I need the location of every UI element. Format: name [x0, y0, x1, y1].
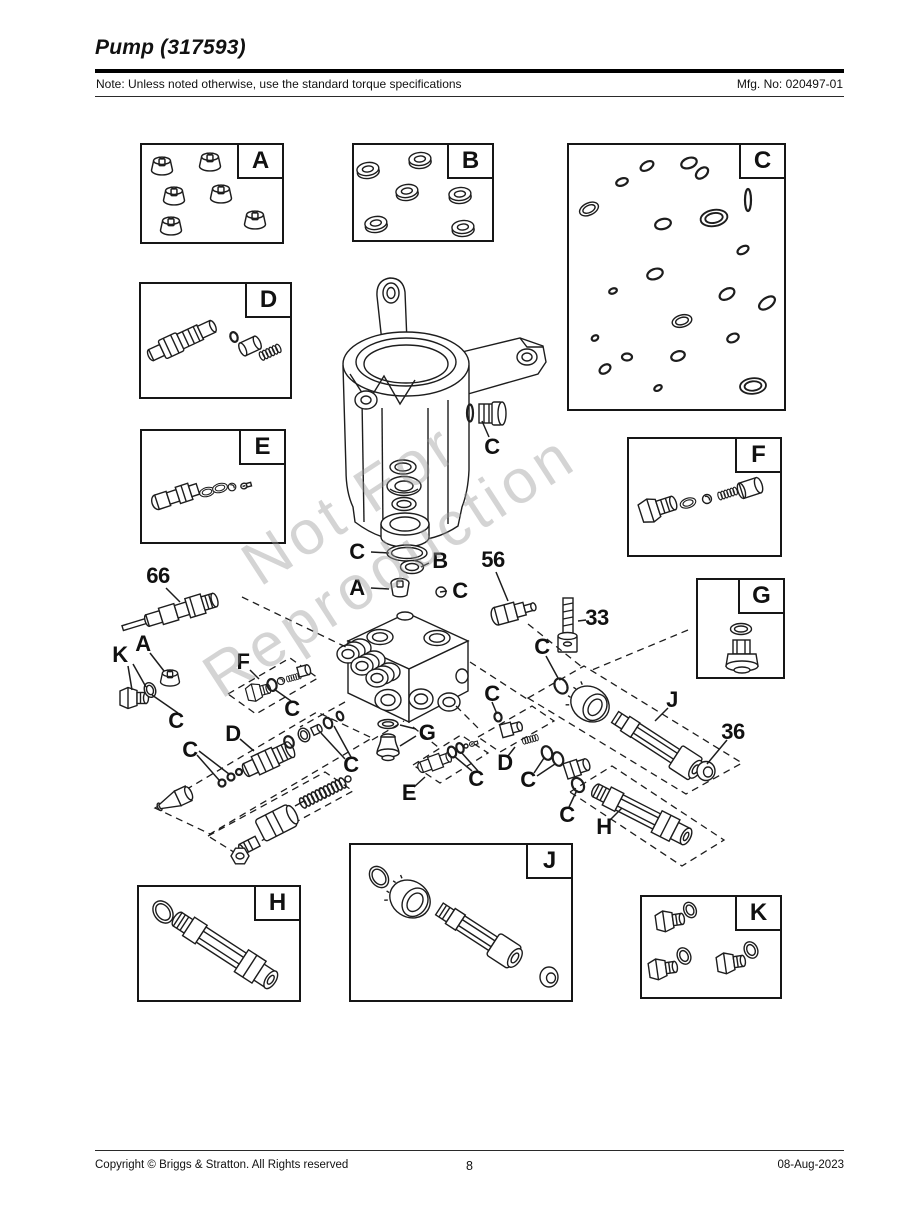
- detail-box-label-h: H: [254, 887, 299, 921]
- detail-box-label-g: G: [738, 580, 783, 614]
- dashed-connectors: [241, 596, 689, 748]
- callout-h: H: [596, 814, 612, 839]
- leader-lines: [127, 420, 728, 821]
- header-rule-thin: [95, 96, 844, 97]
- seal-stack: [380, 459, 447, 598]
- detail-box-label-c: C: [739, 145, 784, 179]
- plug-oring-left: [143, 682, 157, 698]
- detail-box-f: F: [627, 437, 782, 557]
- fitting-parts-e: [411, 734, 490, 784]
- callout-e: E: [401, 780, 417, 805]
- crankcase: [342, 277, 547, 542]
- plug-oring-kit: [725, 622, 759, 674]
- tube-kit-h: [152, 900, 279, 990]
- callout-f: F: [236, 649, 250, 674]
- page-title: Pump (317593): [95, 36, 246, 59]
- socket-bolt-33: [557, 597, 578, 653]
- detail-box-j: J: [349, 843, 573, 1002]
- detail-box-a: A: [140, 143, 284, 244]
- detail-box-label-e: E: [239, 431, 284, 465]
- oring-fitting-pair: [540, 745, 591, 780]
- detail-box-d: D: [139, 282, 292, 399]
- callout-c: C: [343, 752, 359, 777]
- detail-box-label-a: A: [237, 145, 282, 179]
- page-number: 8: [466, 1159, 473, 1173]
- unloader-valve-kit: [146, 319, 283, 362]
- torque-note: Note: Unless noted otherwise, use the st…: [96, 77, 462, 91]
- callout-c: C: [284, 696, 300, 721]
- detail-box-label-b: B: [447, 145, 492, 179]
- unloader-assembly: [153, 710, 374, 855]
- detail-box-label-k: K: [735, 897, 780, 931]
- callout-c: C: [484, 434, 500, 459]
- detail-box-e: E: [140, 429, 286, 544]
- callout-c: C: [168, 708, 184, 733]
- mfg-number: Mfg. No: 020497-01: [736, 77, 843, 91]
- unloader-piston: [230, 775, 352, 865]
- callout-a: A: [135, 631, 151, 656]
- callout-66: 66: [146, 563, 170, 588]
- footer-rule: [95, 1150, 844, 1151]
- check-valve-kit: [637, 476, 764, 523]
- callout-c: C: [534, 634, 550, 659]
- manifold-bosses: [336, 638, 401, 688]
- detail-box-k: K: [640, 895, 782, 999]
- detail-box-c: C: [567, 143, 786, 411]
- callout-c: C: [452, 578, 468, 603]
- tube-assembly-h: [568, 765, 726, 867]
- callout-k: K: [112, 642, 128, 667]
- detail-box-label-j: J: [526, 845, 571, 879]
- callout-a: A: [349, 575, 365, 600]
- callout-d: D: [225, 721, 241, 746]
- callout-c: C: [520, 767, 536, 792]
- hose-assembly-j: [526, 665, 744, 795]
- callout-c: C: [468, 766, 484, 791]
- detail-box-g: G: [696, 578, 785, 679]
- callout-c: C: [349, 539, 365, 564]
- callout-33: 33: [585, 605, 609, 630]
- callout-c: C: [484, 681, 500, 706]
- valve-parts-d-small: [476, 705, 556, 753]
- crankcase-plug: [465, 401, 507, 426]
- plug-set-k: [646, 901, 759, 982]
- tube-kit-j: [368, 865, 559, 988]
- oring-kit-set: [576, 156, 777, 396]
- manifold: [336, 611, 470, 724]
- callout-b: B: [432, 548, 448, 573]
- callout-g: G: [418, 720, 436, 745]
- thermal-relief-valve-66: [121, 592, 219, 632]
- detail-box-b: B: [352, 143, 494, 242]
- callout-56: 56: [481, 547, 505, 572]
- detail-box-label-f: F: [735, 439, 780, 473]
- date-text: 08-Aug-2023: [777, 1159, 845, 1171]
- copyright-text: Copyright © Briggs & Stratton. All Right…: [95, 1159, 349, 1171]
- callout-c: C: [182, 737, 198, 762]
- callout-d: D: [497, 750, 513, 775]
- callout-c: C: [559, 802, 575, 827]
- valve-cap-a: [390, 577, 410, 598]
- header-rule: [95, 69, 844, 73]
- detail-box-label-d: D: [245, 284, 290, 318]
- outlet-fitting-kit: [150, 480, 253, 511]
- callout-j: J: [666, 687, 678, 712]
- pressure-switch-56: [490, 601, 537, 626]
- detail-box-h: H: [137, 885, 301, 1002]
- washer-cap-g: [376, 718, 400, 762]
- page-header: Pump (317593) Note: Unless noted otherwi…: [95, 36, 844, 97]
- callout-36: 36: [721, 719, 745, 744]
- page-footer: Copyright © Briggs & Stratton. All Right…: [95, 1150, 845, 1173]
- check-valve-parts-f: [226, 657, 320, 715]
